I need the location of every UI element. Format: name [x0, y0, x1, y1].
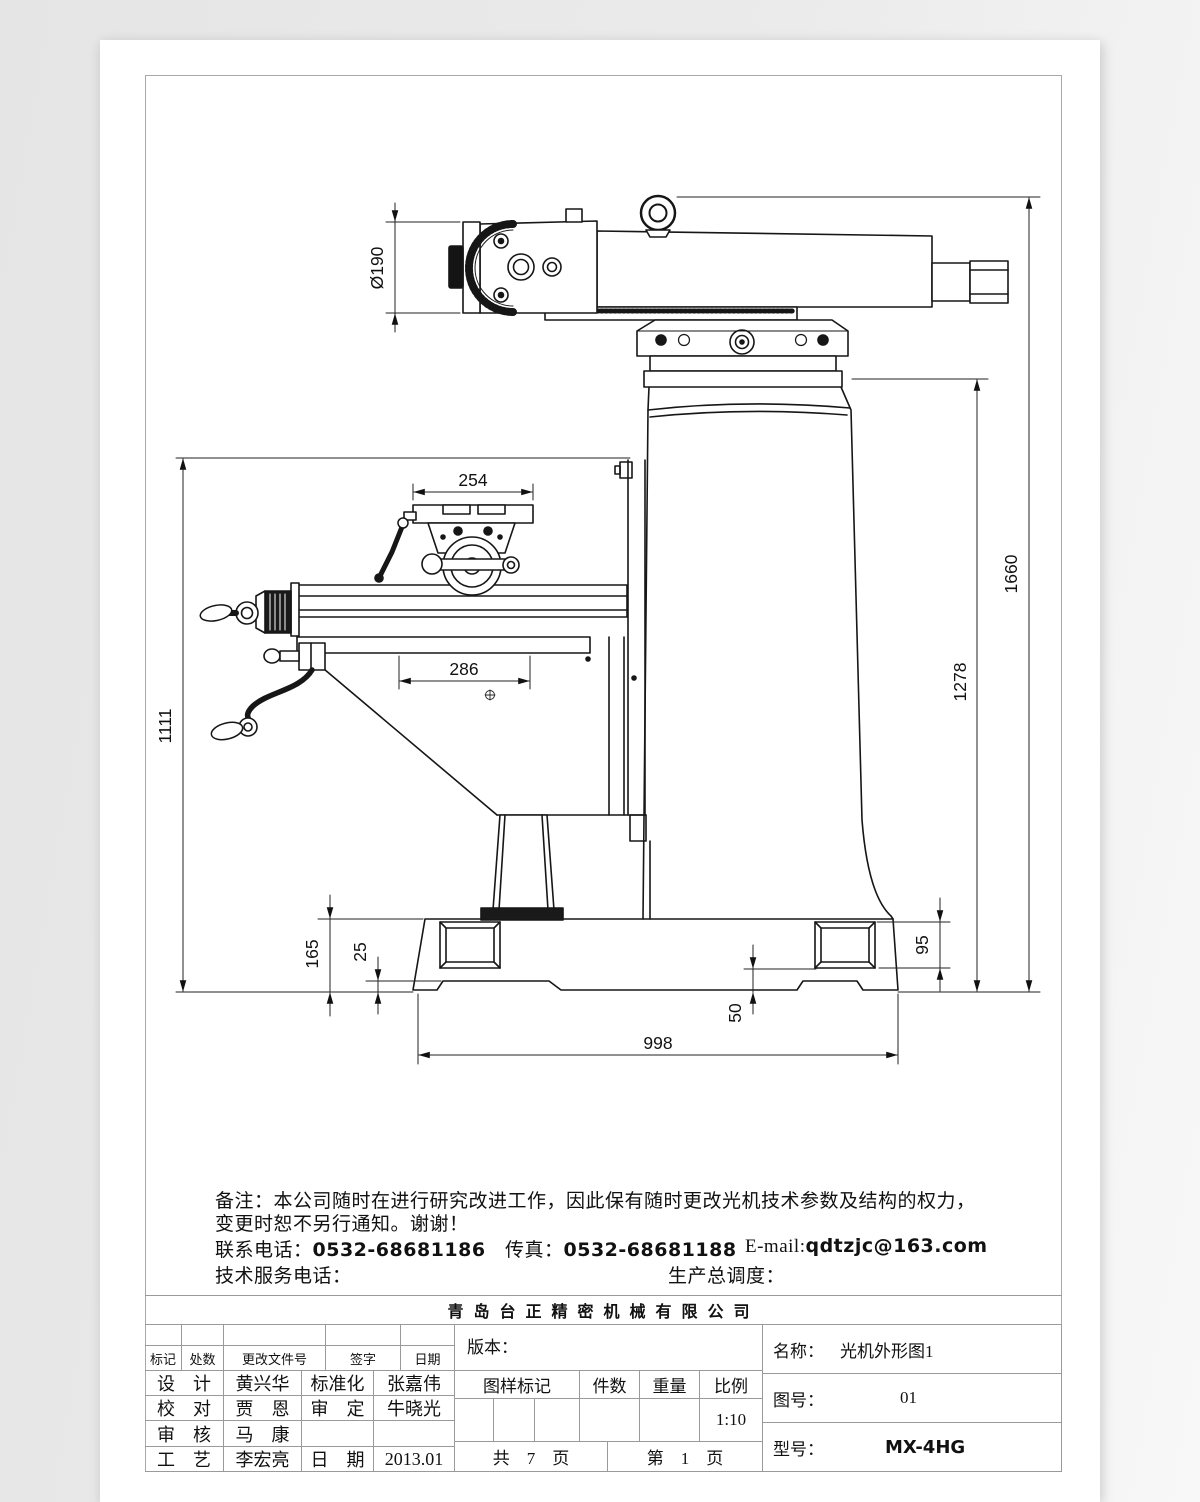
email-label: E-mail: — [745, 1236, 806, 1257]
milling-machine-outline-drawing: Ø190 254 286 1111 165 — [155, 194, 1041, 1065]
dispatch-label: 生产总调度： — [668, 1266, 786, 1287]
dim-total-height: 1660 — [1001, 554, 1021, 593]
dim-base-width: 998 — [643, 1033, 672, 1053]
role-check: 校 对 — [145, 1396, 224, 1421]
model-value: MX-4HG — [885, 1436, 966, 1458]
version-label: 版本： — [455, 1325, 763, 1371]
drawing-name-row: 名称： 光机外形图1 — [763, 1325, 1062, 1374]
rev-header-date: 日期 — [401, 1346, 455, 1371]
dim-pad-height: 25 — [350, 942, 370, 961]
email-address: qdtzjc@163.com — [805, 1235, 988, 1257]
dim-column-height: 1278 — [950, 663, 970, 702]
mark-sub-cell — [535, 1399, 580, 1442]
role-process: 工 艺 — [145, 1447, 224, 1472]
role-standardize: 标准化 — [302, 1371, 374, 1396]
name-check: 贾 恩 — [224, 1396, 302, 1421]
contact-phone-number: 0532-68681186 — [312, 1239, 486, 1261]
drawing-no-value: 01 — [900, 1388, 917, 1407]
fax-label: 传真： — [505, 1240, 564, 1261]
table-and-handwheels — [199, 582, 628, 741]
rev-empty-cell — [224, 1325, 326, 1346]
model-row: 型号： MX-4HG — [763, 1423, 1062, 1472]
machine-vise — [374, 504, 534, 596]
dim-height-left: 1111 — [155, 708, 175, 743]
fax-line: 传真：0532-68681188 — [505, 1235, 737, 1262]
mark-sub-cell — [455, 1399, 494, 1442]
mark-header: 图样标记 — [455, 1371, 580, 1399]
label-date: 日 期 — [302, 1447, 374, 1472]
scale-header: 比例 — [700, 1371, 763, 1399]
machine-base — [412, 918, 899, 991]
role-audit: 审 核 — [145, 1421, 224, 1447]
weight-value-cell — [640, 1399, 700, 1442]
rev-empty-cell — [145, 1325, 182, 1346]
contact-phone-line: 联系电话：0532-68681186 — [215, 1235, 486, 1262]
qty-value-cell — [580, 1399, 640, 1442]
drawing-number-row: 图号： 01 — [763, 1374, 1062, 1423]
remark-line-2: 变更时恕不另行通知。谢谢！ — [215, 1214, 469, 1235]
knee-and-pedestal — [304, 636, 647, 921]
name-audit: 马 康 — [224, 1421, 302, 1447]
rev-header-docno: 更改文件号 — [224, 1346, 326, 1371]
rev-header-mark: 标记 — [145, 1346, 182, 1371]
name-design: 黄兴华 — [224, 1371, 302, 1396]
remark-line-1: 备注：本公司随时在进行研究改进工作，因此保有随时更改光机技术参数及结构的权力， — [215, 1191, 976, 1212]
role-design: 设 计 — [145, 1371, 224, 1396]
service-phone-label: 技术服务电话： — [215, 1266, 352, 1287]
machine-column — [585, 386, 894, 920]
qty-header: 件数 — [580, 1371, 640, 1399]
dim-vise-width: 254 — [458, 470, 487, 490]
rev-header-signature: 签字 — [326, 1346, 401, 1371]
rev-header-count: 处数 — [182, 1346, 224, 1371]
turret — [636, 319, 849, 388]
role-approve: 审 定 — [302, 1396, 374, 1421]
contact-label: 联系电话： — [215, 1240, 313, 1261]
rev-empty-cell — [326, 1325, 401, 1346]
empty-cell — [374, 1421, 455, 1447]
empty-cell — [302, 1421, 374, 1447]
drawing-name-value: 光机外形图1 — [840, 1341, 934, 1361]
model-label: 型号： — [773, 1439, 824, 1459]
page-current: 第 1 页 — [608, 1442, 763, 1472]
dim-spindle-dia: Ø190 — [367, 246, 387, 289]
name-standardize: 张嘉伟 — [374, 1371, 455, 1396]
company-name: 青岛台正精密机械有限公司 — [145, 1295, 1062, 1325]
name-label: 名称： — [773, 1341, 824, 1361]
dim-right-foot: 95 — [912, 935, 932, 954]
dim-foot-height: 50 — [725, 1003, 745, 1023]
name-process: 李宏亮 — [224, 1447, 302, 1472]
dimension-lines: Ø190 254 286 1111 165 — [155, 196, 1041, 1065]
value-date: 2013.01 — [374, 1447, 455, 1472]
scale-value: 1:10 — [700, 1399, 763, 1442]
pages-total: 共 7 页 — [455, 1442, 608, 1472]
drawing-no-label: 图号： — [773, 1390, 824, 1410]
rev-empty-cell — [182, 1325, 224, 1346]
ram-and-head — [448, 194, 1009, 321]
mark-sub-cell — [494, 1399, 535, 1442]
rev-empty-cell — [401, 1325, 455, 1346]
weight-header: 重量 — [640, 1371, 700, 1399]
email-line: E-mail:qdtzjc@163.com — [745, 1235, 988, 1258]
dim-table-travel: 286 — [449, 659, 478, 679]
dim-base-height: 165 — [302, 939, 322, 968]
name-approve: 牛晓光 — [374, 1396, 455, 1421]
fax-number: 0532-68681188 — [563, 1239, 737, 1261]
